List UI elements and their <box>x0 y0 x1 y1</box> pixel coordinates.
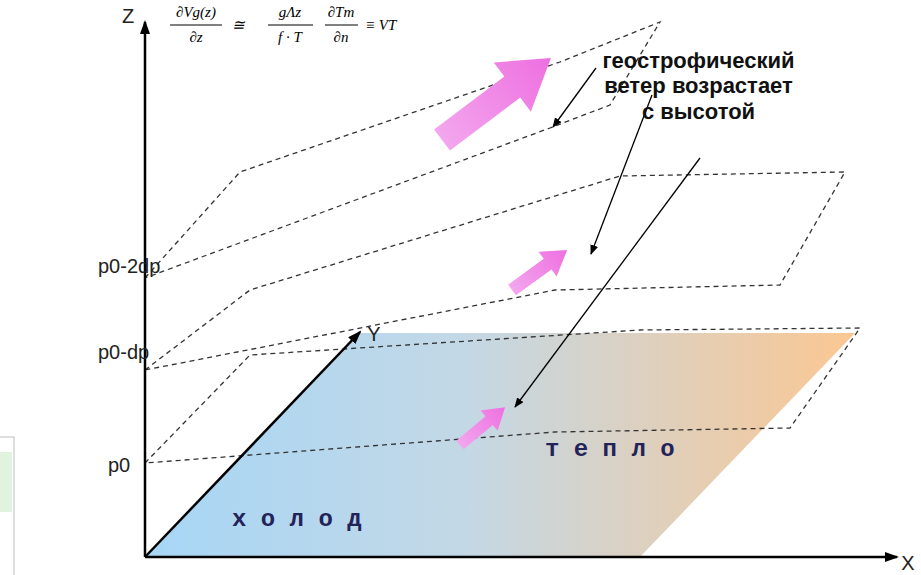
axis-label: Y <box>367 323 380 346</box>
temperature-label: х о л о д <box>232 506 362 534</box>
axes <box>145 22 897 557</box>
ground-plane <box>145 333 855 557</box>
pressure-level-label: p0 <box>108 454 130 477</box>
formula-numerator: gΛz <box>279 4 301 21</box>
axis-label: Z <box>122 5 134 28</box>
axis-label: X <box>901 552 914 575</box>
formula-denominator: f · T <box>278 29 302 46</box>
wind-arrows <box>423 33 576 455</box>
pressure-level-label: p0-dp <box>98 341 149 364</box>
formula-numerator: ∂Tm <box>328 4 355 21</box>
formula-result: ≡ VT <box>365 17 396 34</box>
pressure-level-label: p0-2dp <box>98 255 160 278</box>
temperature-label: т е п л о <box>545 436 675 464</box>
side-panel <box>0 437 14 575</box>
formula-denominator: ∂n <box>334 29 349 46</box>
annotation-note: геострофический ветер возрастает с высот… <box>600 48 797 124</box>
formula-denominator: ∂z <box>189 29 202 46</box>
isobaric-surfaces <box>145 22 860 463</box>
formula-numerator: ∂Vg(z) <box>176 4 216 21</box>
formula-sign: ≅ <box>232 17 245 34</box>
fraction-bars <box>170 25 358 26</box>
